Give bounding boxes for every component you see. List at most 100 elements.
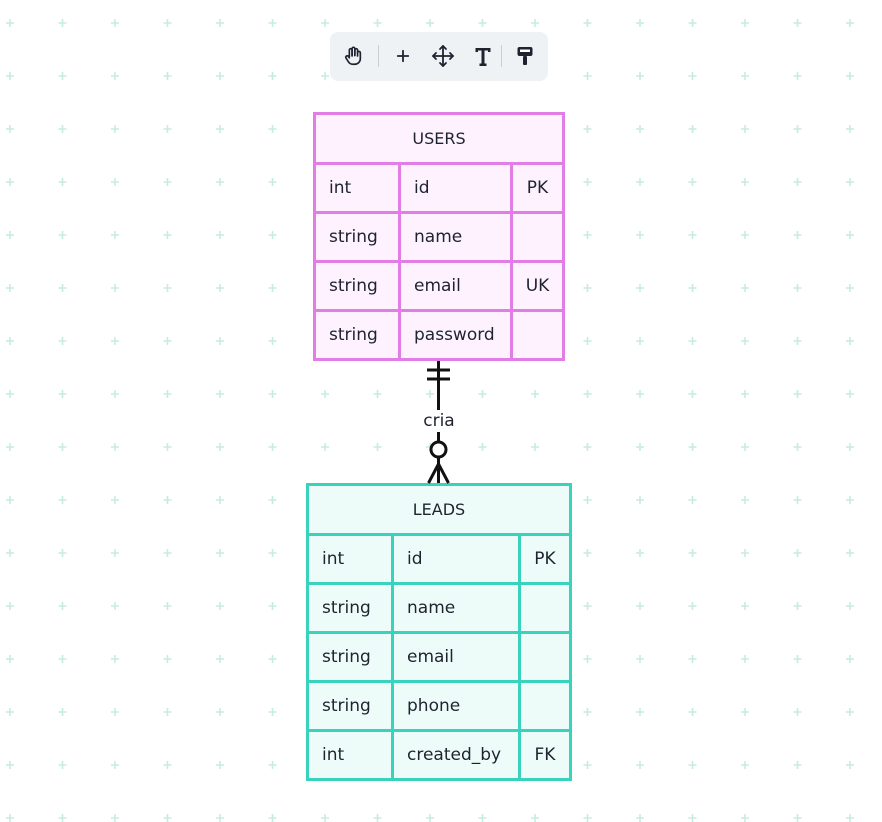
grid-cross: [163, 231, 172, 239]
grid-cross: [793, 284, 802, 292]
grid-cross: [846, 72, 854, 80]
grid-cross: [688, 72, 697, 80]
grid-cross: [6, 655, 14, 663]
grid-cross: [58, 708, 67, 716]
grid-cross: [846, 443, 854, 451]
toolbar-divider: [501, 45, 502, 67]
grid-cross: [268, 125, 277, 133]
add-tool-button[interactable]: [388, 41, 418, 71]
entity-title: LEADS: [412, 500, 466, 519]
grid-cross: [321, 814, 329, 822]
grid-cross: [583, 761, 592, 769]
grid-cross: [793, 496, 802, 504]
text-icon: [475, 48, 491, 66]
grid-cross: [6, 443, 14, 451]
grid-cross: [58, 231, 67, 239]
grid-cross: [688, 178, 697, 186]
grid-cross: [793, 814, 802, 822]
grid-cross: [636, 761, 644, 769]
grid-cross: [636, 19, 644, 27]
grid-cross: [373, 390, 382, 398]
grid-cross: [163, 602, 172, 610]
relationship-label: cria: [404, 410, 474, 432]
grid-cross: [58, 602, 67, 610]
grid-cross: [583, 125, 592, 133]
grid-cross: [111, 284, 119, 292]
grid-cross: [583, 178, 592, 186]
grid-cross: [6, 284, 14, 292]
hand-tool-button[interactable]: [338, 41, 368, 71]
grid-cross: [58, 814, 67, 822]
grid-cross: [111, 602, 119, 610]
grid-cross: [846, 761, 854, 769]
grid-cross: [688, 655, 697, 663]
grid-cross: [741, 284, 749, 292]
grid-cross: [846, 284, 854, 292]
attribute-key: PK: [534, 549, 556, 569]
grid-cross: [846, 496, 854, 504]
grid-cross: [531, 443, 539, 451]
grid-cross: [268, 708, 277, 716]
attribute-name: email: [407, 647, 454, 667]
grid-cross: [268, 231, 277, 239]
attribute-name: created_by: [407, 745, 502, 765]
grid-cross: [6, 708, 14, 716]
grid-cross: [688, 284, 697, 292]
move-tool-button[interactable]: [428, 41, 458, 71]
grid-cross: [846, 814, 854, 822]
grid-cross: [111, 390, 119, 398]
grid-cross: [688, 602, 697, 610]
grid-cross: [6, 72, 14, 80]
grid-cross: [426, 814, 434, 822]
grid-cross: [846, 708, 854, 716]
grid-cross: [216, 602, 224, 610]
attribute-name: id: [414, 178, 430, 198]
grid-cross: [111, 125, 119, 133]
grid-cross: [741, 19, 749, 27]
table-divider: [316, 211, 562, 214]
grid-cross: [6, 19, 14, 27]
grid-cross: [741, 390, 749, 398]
grid-cross: [583, 496, 592, 504]
table-divider: [510, 162, 513, 358]
grid-cross: [741, 72, 749, 80]
grid-cross: [268, 390, 277, 398]
grid-cross: [163, 390, 172, 398]
grid-cross: [6, 496, 14, 504]
grid-cross: [741, 549, 749, 557]
attribute-name: password: [414, 325, 495, 345]
grid-cross: [268, 72, 277, 80]
grid-cross: [741, 602, 749, 610]
grid-cross: [216, 125, 224, 133]
grid-cross: [111, 178, 119, 186]
attribute-row[interactable]: string password: [316, 312, 562, 358]
grid-cross: [793, 708, 802, 716]
grid-cross: [6, 231, 14, 239]
grid-cross: [216, 390, 224, 398]
grid-cross: [426, 443, 434, 451]
toolbar: [330, 32, 548, 81]
grid-cross: [636, 602, 644, 610]
grid-cross: [6, 602, 14, 610]
text-tool-button[interactable]: [468, 41, 498, 71]
attribute-key: [521, 585, 569, 631]
paint-tool-button[interactable]: [510, 41, 540, 71]
grid-cross: [846, 125, 854, 133]
grid-cross: [583, 231, 592, 239]
paint-bucket-icon: [517, 47, 533, 65]
grid-cross: [741, 125, 749, 133]
grid-cross: [216, 178, 224, 186]
grid-cross: [688, 761, 697, 769]
attribute-type: string: [329, 325, 378, 345]
grid-cross: [111, 337, 119, 345]
